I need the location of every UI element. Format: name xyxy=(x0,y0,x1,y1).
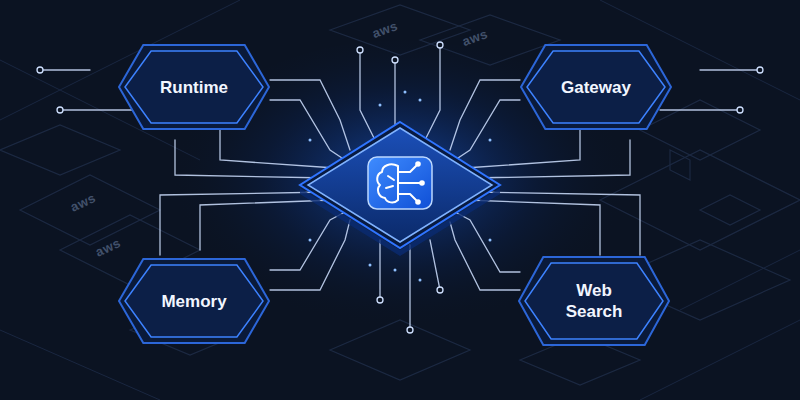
watermark-logo: aws xyxy=(68,190,98,215)
node-label: Web Search xyxy=(554,280,634,322)
node-label: Gateway xyxy=(561,77,631,98)
watermark-logo: aws xyxy=(93,235,123,260)
service-hexagon: Runtime xyxy=(118,44,270,130)
service-hexagon: Gateway xyxy=(520,44,672,130)
node-label: Memory xyxy=(161,291,226,312)
hexagon-outline xyxy=(518,256,670,346)
node-label: Runtime xyxy=(160,77,228,98)
watermark-logo: aws xyxy=(460,26,490,49)
service-hexagon: Web Search xyxy=(518,256,670,346)
service-hexagon: Memory xyxy=(118,258,270,344)
watermark-logo: aws xyxy=(370,18,400,41)
